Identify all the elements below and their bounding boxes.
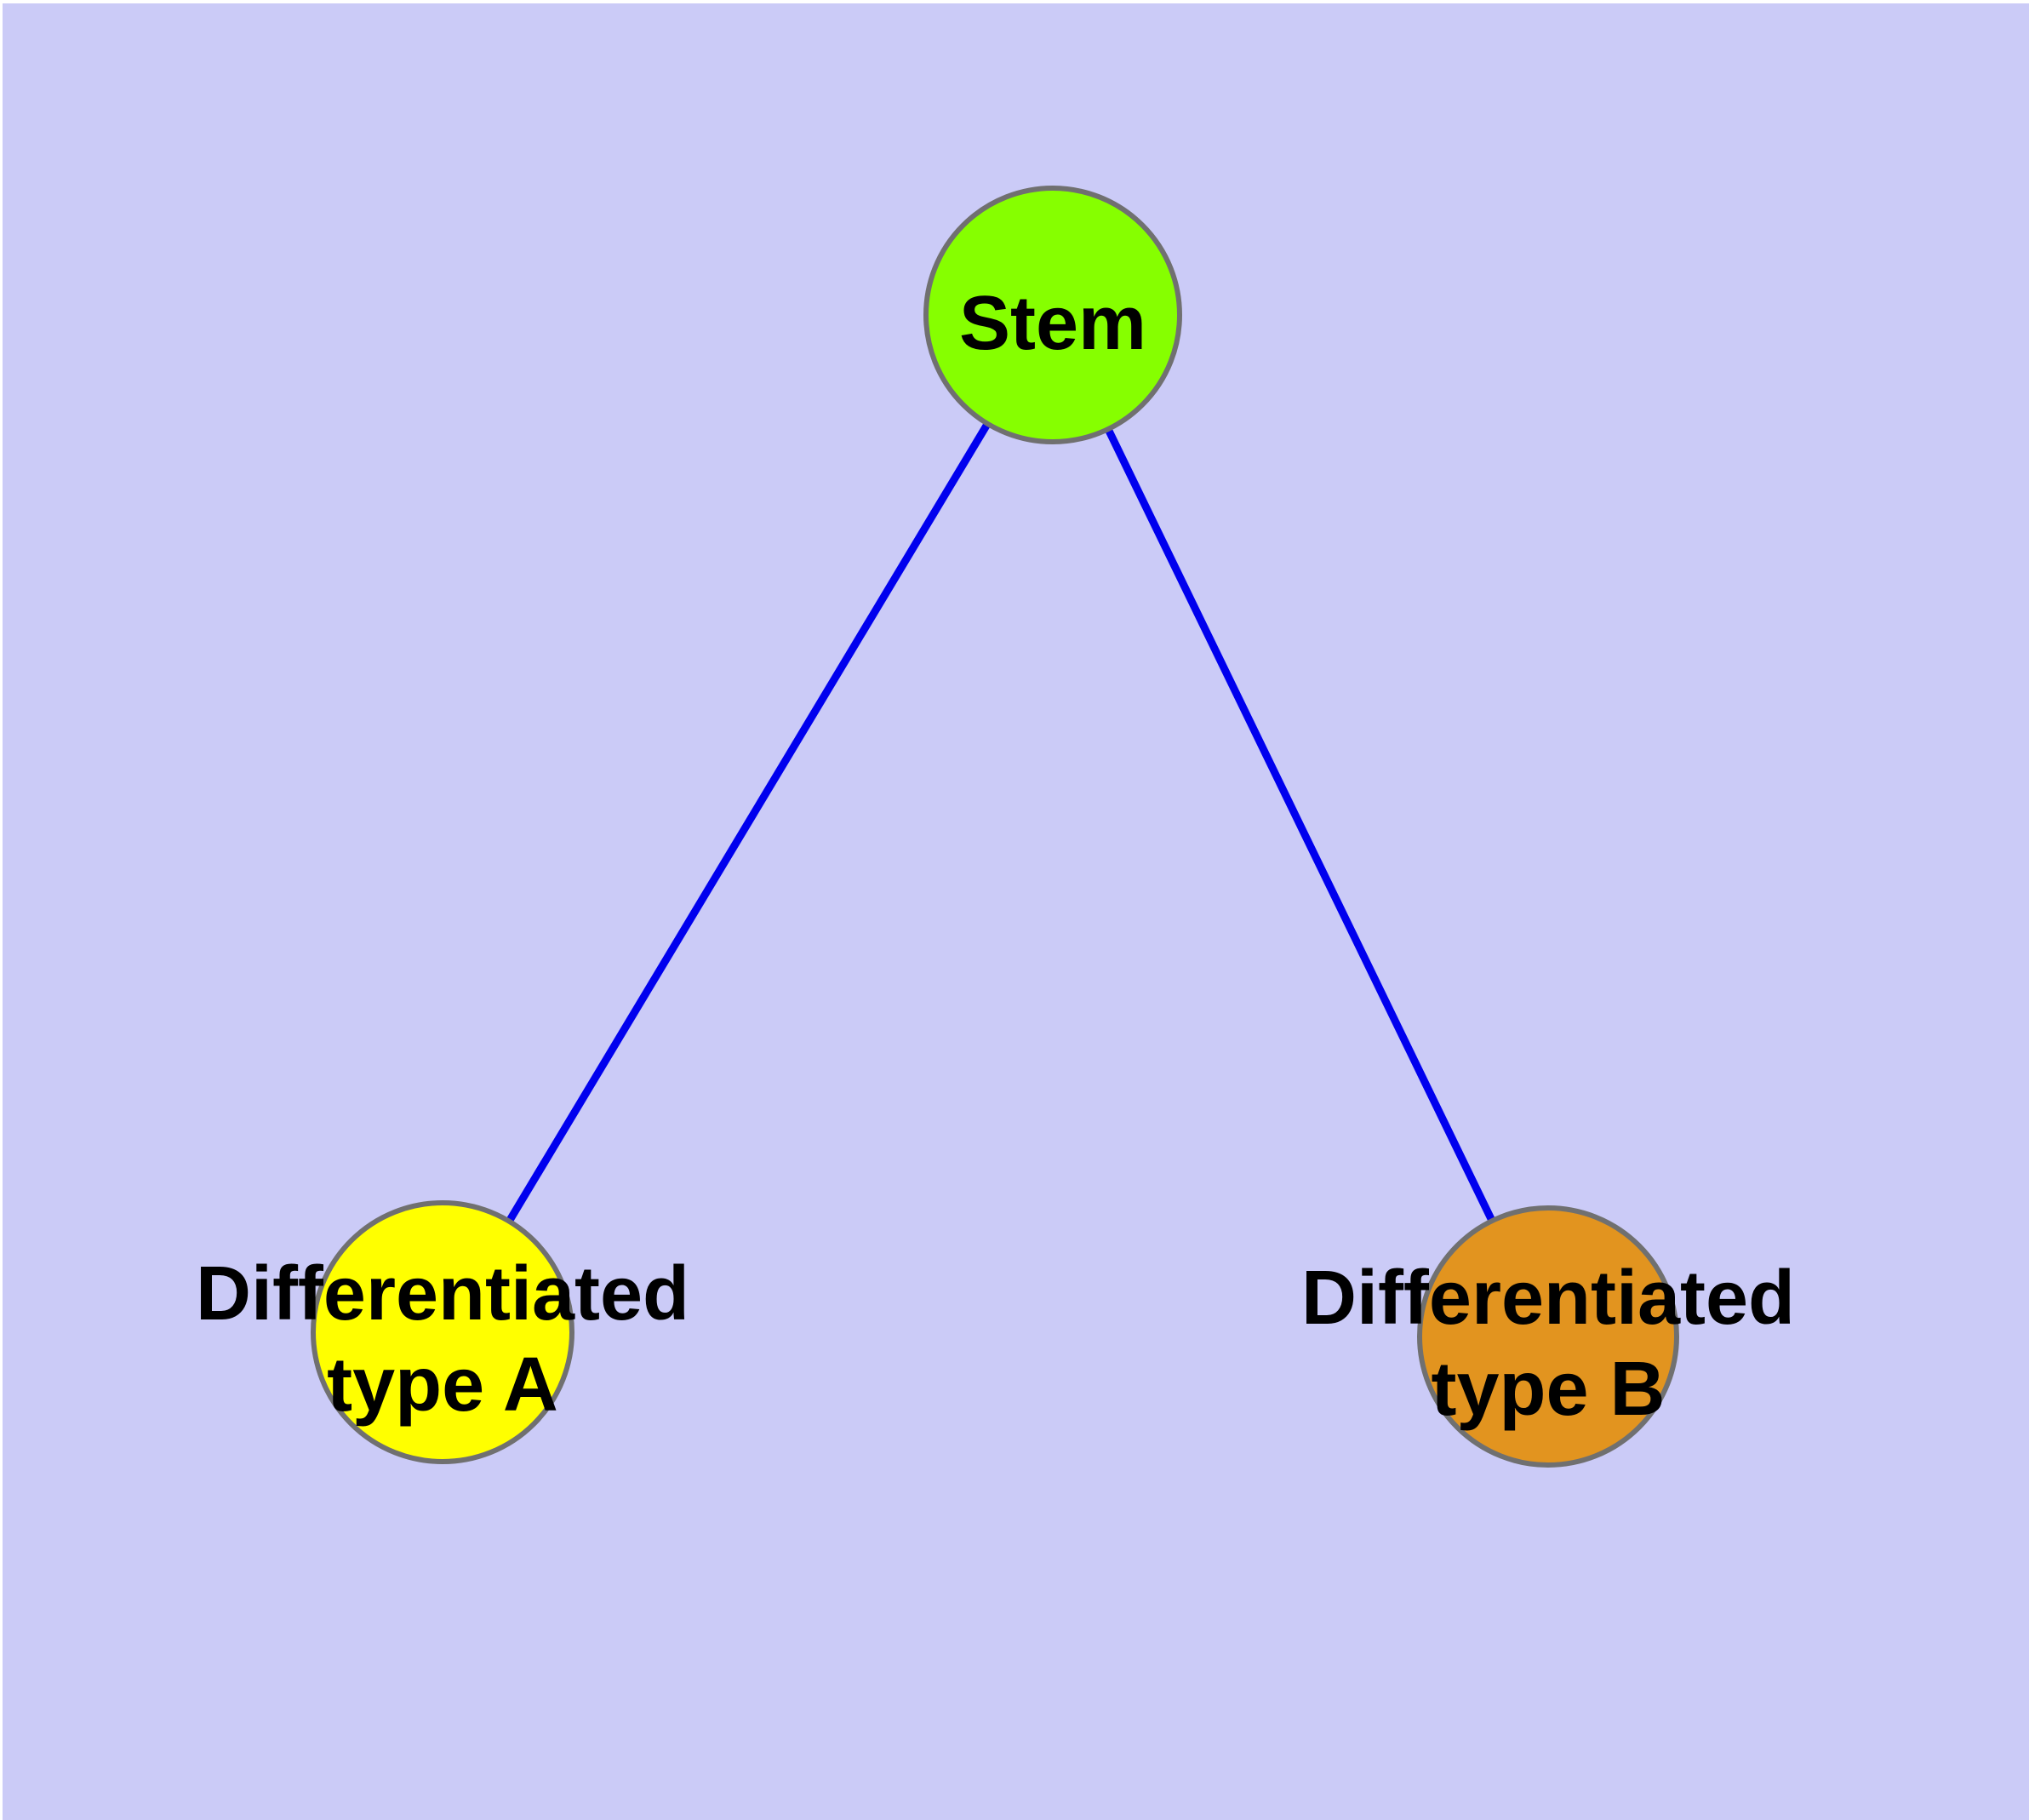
node-type-b-label-line2: type B bbox=[1431, 1347, 1665, 1432]
node-type-a-label-line2: type A bbox=[327, 1342, 558, 1428]
node-stem: Stem bbox=[923, 186, 1182, 444]
node-stem-label: Stem bbox=[959, 281, 1146, 366]
node-type-b-label-line1: Differentiated bbox=[1301, 1256, 1795, 1341]
node-stem-circle bbox=[923, 186, 1182, 444]
node-type-a-circle bbox=[311, 1200, 574, 1464]
node-type-b: Differentiated type B bbox=[1301, 1205, 1795, 1468]
node-type-b-circle bbox=[1417, 1205, 1679, 1468]
edge-stem-to-type-b bbox=[1049, 313, 1552, 1338]
node-type-a-label-line1: Differentiated bbox=[196, 1251, 689, 1336]
edge-stem-to-type-a bbox=[439, 312, 1056, 1335]
node-type-a: Differentiated type A bbox=[196, 1200, 689, 1464]
